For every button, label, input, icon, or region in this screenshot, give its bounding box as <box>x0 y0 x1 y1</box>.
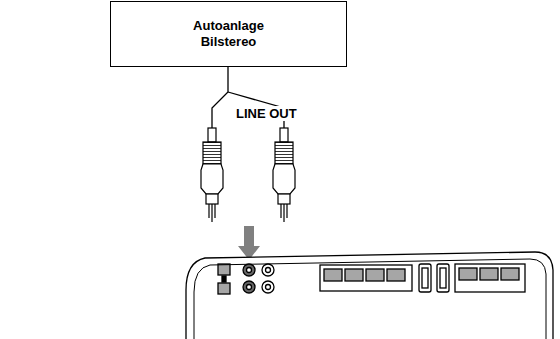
device-label: Bilstereo <box>201 34 257 50</box>
insert-arrow <box>238 226 260 260</box>
rca-plug <box>201 128 295 222</box>
device-label: Autoanlage <box>193 18 264 34</box>
device-box: AutoanlageBilstereo <box>110 1 347 67</box>
amplifier <box>186 252 553 339</box>
signal-name: LINE OUT <box>235 106 298 121</box>
